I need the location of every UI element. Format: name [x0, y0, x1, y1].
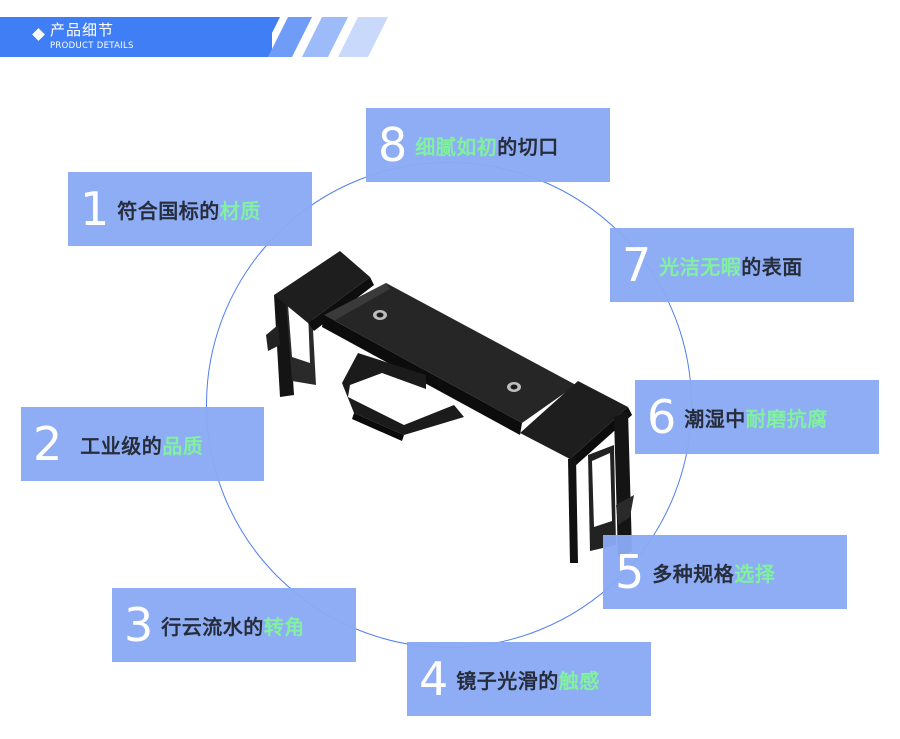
feature-number: 1	[80, 182, 110, 236]
feature-text: 行云流水的转角	[161, 614, 305, 639]
feature-text: 符合国标的材质	[117, 198, 261, 223]
feature-text: 潮湿中耐磨抗腐	[684, 406, 828, 431]
header-stripes	[238, 17, 388, 57]
feature-1: 1 符合国标的材质	[68, 172, 312, 246]
feature-text: 多种规格选择	[652, 561, 776, 586]
feature-number: 7	[622, 238, 652, 292]
feature-3: 3 行云流水的转角	[112, 588, 356, 662]
feature-number: 3	[124, 598, 154, 652]
feature-number: 8	[378, 118, 408, 172]
feature-2: 2 工业级的品质	[21, 407, 264, 481]
section-subtitle: PRODUCT DETAILS	[50, 41, 134, 51]
feature-4: 4 镜子光滑的触感	[407, 642, 651, 716]
feature-5: 5 多种规格选择	[603, 535, 847, 609]
feature-text: 工业级的品质	[80, 433, 204, 458]
feature-8: 8 细腻如初的切口	[366, 108, 610, 182]
feature-6: 6 潮湿中耐磨抗腐	[635, 380, 879, 454]
feature-number: 6	[647, 390, 677, 444]
feature-number: 5	[615, 545, 645, 599]
feature-7: 7 光洁无暇的表面	[610, 228, 854, 302]
feature-number: 4	[419, 652, 449, 706]
product-image-bracket	[266, 251, 634, 563]
feature-number: 2	[33, 417, 63, 471]
section-title: 产品细节	[50, 21, 115, 39]
feature-text: 细腻如初的切口	[415, 134, 559, 159]
feature-text: 镜子光滑的触感	[456, 668, 600, 693]
feature-text: 光洁无暇的表面	[659, 254, 803, 279]
section-header	[0, 17, 272, 57]
